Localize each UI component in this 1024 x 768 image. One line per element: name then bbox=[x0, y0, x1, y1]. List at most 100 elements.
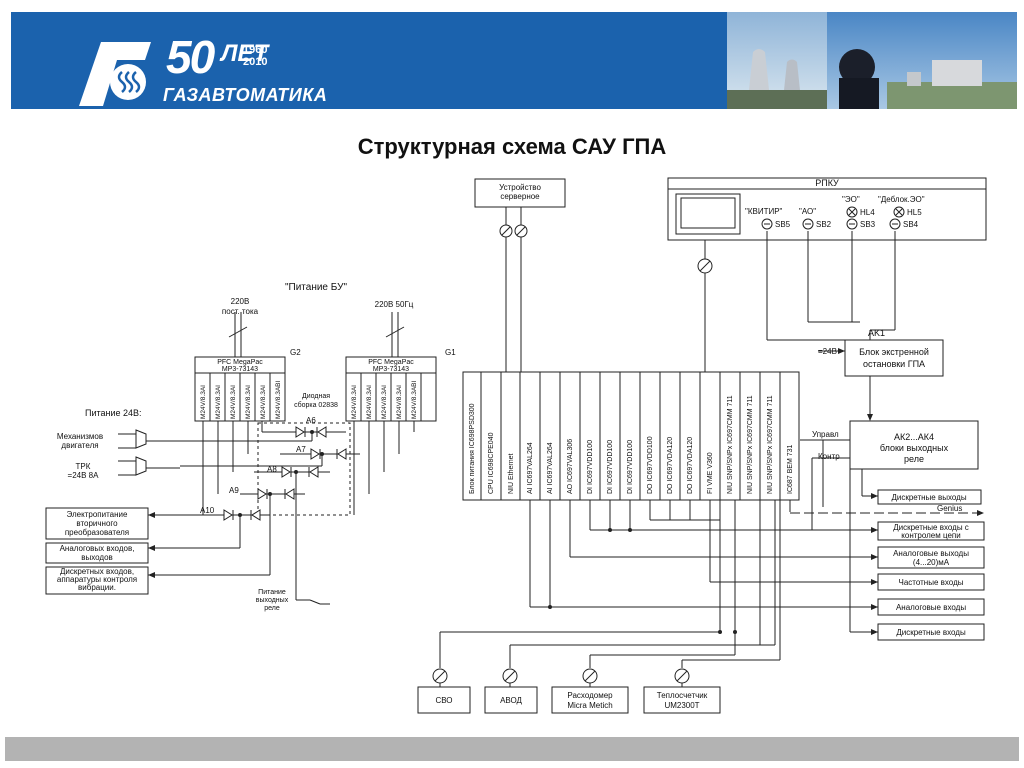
anniversary-word: ЛЕТ bbox=[221, 40, 269, 67]
discrete-line3: вибрации. bbox=[78, 583, 116, 592]
module-label: M24V/8.3ABI bbox=[411, 381, 418, 419]
ak2-relay-blocks bbox=[849, 420, 979, 470]
rack-module: NIU SNP/SNPx IC697CMM 711 bbox=[747, 395, 754, 494]
discrete-in-check-line1: Дискретные входы с bbox=[893, 523, 969, 532]
sb2-label: SB2 bbox=[816, 220, 832, 229]
rack-module: FI VME V360 bbox=[707, 452, 714, 494]
box-analog-out bbox=[877, 546, 985, 569]
ak1-text-line2: остановки ГПА bbox=[863, 359, 925, 369]
rack-slot-dividers bbox=[480, 372, 781, 500]
analog-in-label: Аналоговые входы bbox=[896, 603, 966, 612]
genius-label: Genius bbox=[937, 504, 962, 513]
module-label: M24V/8.3AI bbox=[260, 385, 267, 419]
sb3-label: SB3 bbox=[860, 220, 876, 229]
ao-label: "АО" bbox=[799, 207, 816, 216]
anniversary-number: 50 bbox=[166, 31, 215, 83]
module-label: M24V/8.3AI bbox=[381, 385, 388, 419]
trk-label-line1: ТРК bbox=[76, 462, 91, 471]
header-banner: 50 ЛЕТ 1960 2010 ГАЗАВТОМАТИКА bbox=[11, 12, 1017, 109]
mech-label-line2: двигателя bbox=[61, 441, 98, 450]
server-label-line1: Устройство bbox=[499, 183, 541, 192]
ak2-text-line2: блоки выходных bbox=[880, 443, 949, 453]
a8-label: A8 bbox=[267, 465, 277, 474]
rack-module: CPU IC698CPE040 bbox=[488, 432, 495, 494]
pfc-g1-model: MP3-73143 bbox=[373, 366, 409, 373]
left-supply-line2: пост. тока bbox=[222, 307, 259, 316]
ak2-text-line3: реле bbox=[904, 454, 924, 464]
eo-label: "ЭО" bbox=[842, 195, 860, 204]
pfc-g2-model: MP3-73143 bbox=[222, 366, 258, 373]
module-label: M24V/8.3AI bbox=[396, 385, 403, 419]
rack-module: AI IC697VAL264 bbox=[547, 442, 554, 494]
sb4-label: SB4 bbox=[903, 220, 919, 229]
diode-assembly bbox=[257, 422, 351, 516]
module-label: M24V/8.3AI bbox=[230, 385, 237, 419]
anniversary-years: 1960 2010 bbox=[243, 44, 268, 68]
module-label: M24V/8.3AI bbox=[245, 385, 252, 419]
rack-module: NIU SNP/SNPx IC697CMM 711 bbox=[727, 395, 734, 494]
electro-line3: преобразователя bbox=[65, 528, 129, 537]
rack-module: DI IC697VDD100 bbox=[587, 440, 594, 494]
module-label: M24V/8.3AI bbox=[366, 385, 373, 419]
discrete-in-check-line2: контролем цепи bbox=[901, 531, 960, 540]
diode-label-line1: Диодная bbox=[302, 393, 330, 400]
box-analog bbox=[45, 542, 149, 564]
mech-label-line1: Механизмов bbox=[57, 432, 103, 441]
discrete-in-label: Дискретные входы bbox=[896, 628, 966, 637]
analog-line1: Аналоговых входов, bbox=[60, 544, 135, 553]
diode-label-line2: сборка 02838 bbox=[294, 401, 338, 409]
g2-label: G2 bbox=[290, 348, 301, 357]
box-discrete-out bbox=[877, 489, 982, 505]
module-label: M24V/8.3ABI bbox=[275, 381, 282, 419]
rack-module: AI IC697VAL264 bbox=[527, 442, 534, 494]
a10-label: A10 bbox=[200, 506, 215, 515]
discrete-line1: Дискретных входов, bbox=[60, 567, 134, 576]
freq-in-label: Частотные входы bbox=[899, 578, 964, 587]
analog-out-line2: (4...20)мА bbox=[913, 558, 950, 567]
flow-line1: Расходомер bbox=[567, 691, 613, 700]
flow-line2: Micra Metich bbox=[567, 701, 612, 710]
rack-module: DI IC697VDD100 bbox=[607, 440, 614, 494]
g1-label: G1 bbox=[445, 348, 456, 357]
electro-line1: Электропитание bbox=[67, 510, 128, 519]
kontr-label: Контр bbox=[818, 452, 840, 461]
a9-label: A9 bbox=[229, 486, 239, 495]
hl5-label: HL5 bbox=[907, 208, 922, 217]
deblok-label: "Деблок.ЭО" bbox=[878, 195, 925, 204]
box-discrete bbox=[45, 566, 149, 595]
rpku-monitor bbox=[675, 193, 741, 235]
pfc-g1-name: PFC MegaPac bbox=[368, 359, 414, 366]
heat-line1: Теплосчетчик bbox=[657, 691, 708, 700]
ak1-text-line1: Блок экстренной bbox=[859, 347, 929, 357]
rpku-panel bbox=[667, 177, 987, 241]
upr-label: Управл bbox=[812, 430, 839, 439]
trk-label-line2: =24В 8А bbox=[68, 471, 100, 480]
heat-line2: UM2300T bbox=[664, 701, 699, 710]
ak1-input-label: =24В bbox=[818, 347, 837, 356]
avod-label: АВОД bbox=[500, 696, 522, 705]
discrete-line2: аппаратуры контроля bbox=[57, 575, 137, 584]
module-label: M24V/8.3AI bbox=[215, 385, 222, 419]
svo-label: СВО bbox=[435, 696, 452, 705]
out-relay-label-line1: Питание bbox=[258, 589, 286, 596]
box-svo bbox=[417, 686, 471, 714]
out-relay-label-line3: реле bbox=[264, 605, 280, 612]
rack-module: DO IC697VDD100 bbox=[647, 436, 654, 494]
rack-module: AO IC697VAL306 bbox=[567, 439, 574, 494]
analog-out-line1: Аналоговые выходы bbox=[893, 549, 969, 558]
rack-module-labels: Блок питания IC698PSD300 CPU IC698CPE040… bbox=[469, 395, 794, 494]
rack-module: NIU Ethernet bbox=[508, 453, 515, 494]
slide-title: Структурная схема САУ ГПА bbox=[357, 134, 667, 159]
module-label: M24V/8.3AI bbox=[351, 385, 358, 419]
module-label: M24V/8.3AI bbox=[200, 385, 207, 419]
diode-icons bbox=[223, 426, 347, 521]
out-relay-label-line2: выходных bbox=[256, 597, 289, 604]
server-label-line2: серверное bbox=[500, 192, 540, 201]
pfc-g2-name: PFC MegaPac bbox=[217, 359, 263, 366]
box-avod bbox=[484, 686, 538, 714]
server-box bbox=[474, 178, 566, 208]
header-photo-collage bbox=[727, 12, 1017, 109]
box-discrete-in-check bbox=[877, 521, 985, 541]
rack-module: IC687 BEM 731 bbox=[787, 444, 794, 494]
